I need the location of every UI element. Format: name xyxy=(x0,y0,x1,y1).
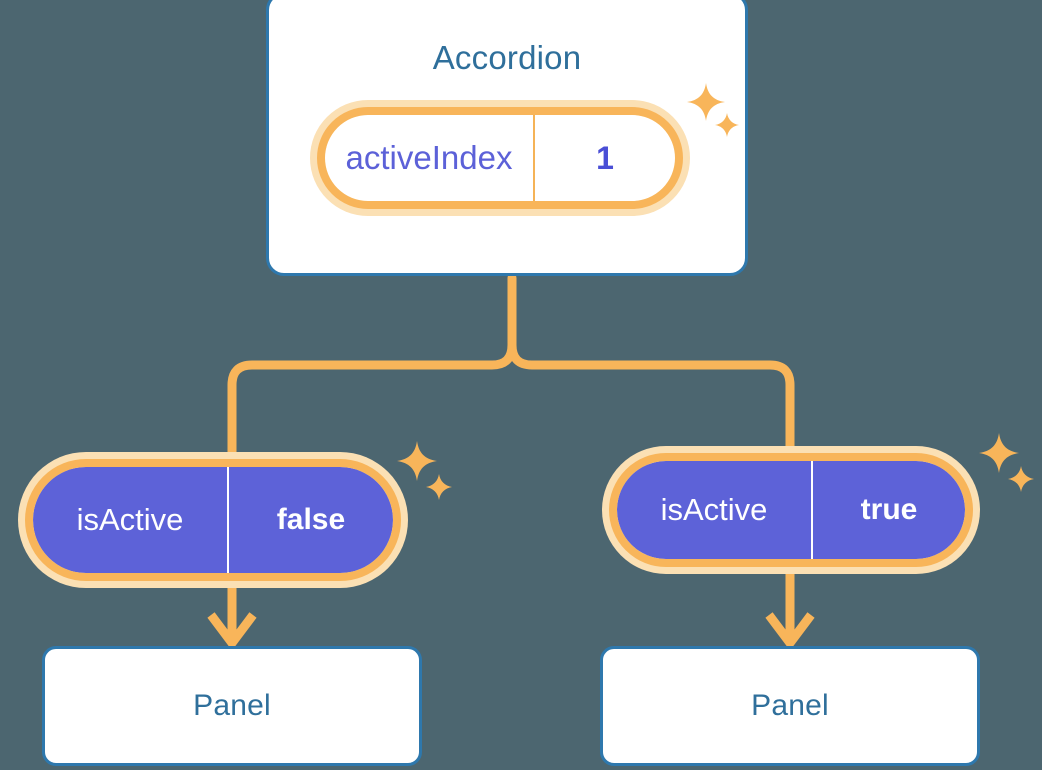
prop-pill-body: isActive false xyxy=(33,467,393,573)
prop-pill-ring: isActive true xyxy=(609,453,973,567)
panel-card-left[interactable]: Panel xyxy=(42,646,422,766)
sparkle-four-point-small-icon xyxy=(1007,465,1035,493)
prop-value-label: true xyxy=(860,493,918,526)
panel-title: Panel xyxy=(193,689,271,722)
prop-pill-body: isActive true xyxy=(617,461,965,559)
state-pill-body: activeIndex 1 xyxy=(325,115,675,201)
state-key-label: activeIndex xyxy=(325,115,535,201)
branch-connector-icon xyxy=(227,273,517,460)
state-pill-activeindex[interactable]: activeIndex 1 xyxy=(310,100,690,216)
sparkle-four-point-small-icon xyxy=(425,473,453,501)
prop-pill-ring: isActive false xyxy=(25,459,401,581)
prop-key-label: isActive xyxy=(33,467,229,573)
state-pill-ring: activeIndex 1 xyxy=(317,107,683,209)
branch-connector-right-icon xyxy=(507,340,795,457)
sparkle-four-point-icon xyxy=(978,432,1020,474)
prop-pill-isactive-false[interactable]: isActive false xyxy=(18,452,408,588)
panel-card-right[interactable]: Panel xyxy=(600,646,980,766)
page-title: Accordion xyxy=(432,39,582,76)
arrow-down-icon xyxy=(765,574,815,651)
sparkle-four-point-icon xyxy=(396,440,438,482)
prop-pill-isactive-true[interactable]: isActive true xyxy=(602,446,980,574)
prop-value-label: false xyxy=(276,503,346,536)
arrow-down-icon xyxy=(207,588,257,651)
panel-title: Panel xyxy=(751,689,829,722)
state-value-label: 1 xyxy=(596,139,614,176)
prop-key-label: isActive xyxy=(617,461,813,559)
